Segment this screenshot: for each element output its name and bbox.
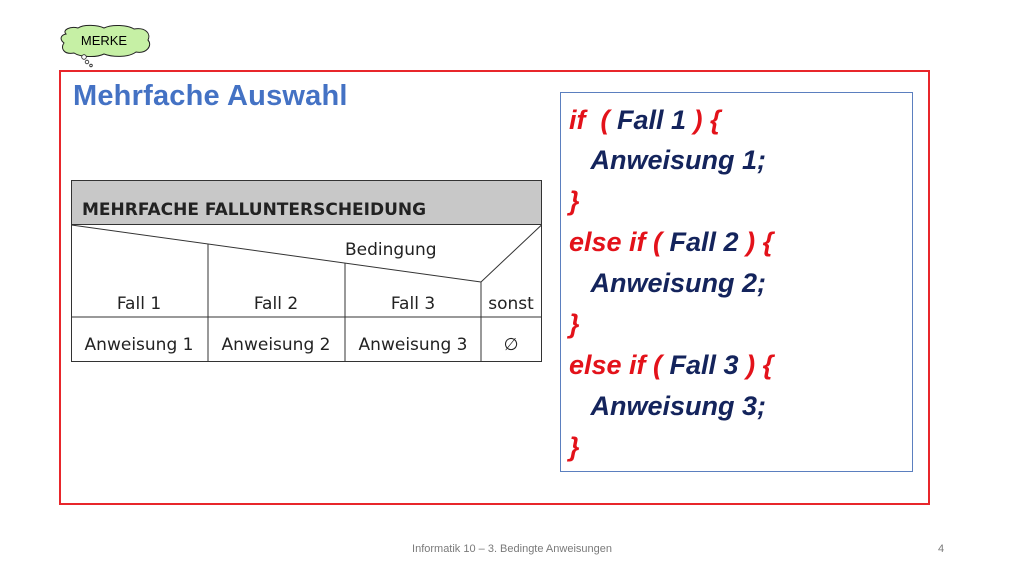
code-line-3: } (569, 185, 580, 217)
code-text: Fall 3 (669, 350, 739, 380)
code-keyword: ) { (738, 350, 774, 380)
code-text: Fall 1 (617, 105, 687, 135)
case-label-else: sonst (488, 294, 534, 314)
struktogramm: MEHRFACHE FALLUNTERSCHEIDUNG Bedingung F… (71, 180, 543, 369)
merke-badge: MERKE (58, 24, 152, 68)
thought-cloud-icon (60, 24, 151, 68)
code-keyword: if ( (569, 105, 617, 135)
page-number: 4 (938, 543, 945, 555)
code-text: Anweisung 3; (569, 391, 767, 421)
code-keyword: } (569, 186, 580, 216)
code-line-2: Anweisung 1; (569, 144, 767, 176)
code-line-9: } (569, 431, 580, 463)
code-line-5: Anweisung 2; (569, 267, 767, 299)
struktogramm-body (71, 224, 542, 362)
struktogramm-header: MEHRFACHE FALLUNTERSCHEIDUNG (82, 200, 426, 220)
struktogramm-header-bg (71, 180, 542, 225)
code-keyword: else if ( (569, 350, 670, 380)
code-text: Anweisung 1; (569, 145, 767, 175)
case-label-2: Fall 2 (254, 294, 298, 314)
action-3: Anweisung 3 (359, 335, 468, 355)
footer-text: Informatik 10 – 3. Bedingte Anweisungen (412, 543, 612, 555)
action-else: ∅ (504, 335, 519, 355)
case-label-1: Fall 1 (117, 294, 161, 314)
code-line-1: if ( Fall 1 ) { (569, 104, 721, 136)
merke-frame (59, 70, 930, 505)
code-keyword: } (569, 432, 580, 462)
code-keyword: ) { (738, 227, 774, 257)
action-1: Anweisung 1 (85, 335, 194, 355)
condition-diagonal-right (480, 224, 542, 283)
code-line-8: Anweisung 3; (569, 390, 767, 422)
case-label-3: Fall 3 (391, 294, 435, 314)
slide-title: Mehrfache Auswahl (73, 80, 348, 112)
code-keyword: else if ( (569, 227, 670, 257)
code-line-4: else if ( Fall 2 ) { (569, 226, 773, 258)
code-text: Anweisung 2; (569, 268, 767, 298)
condition-label: Bedingung (345, 240, 437, 260)
action-2: Anweisung 2 (222, 335, 331, 355)
code-box: if ( Fall 1 ) { Anweisung 1; } else if (… (560, 92, 913, 472)
code-line-7: else if ( Fall 3 ) { (569, 349, 773, 381)
code-keyword: } (569, 309, 580, 339)
merke-label: MERKE (80, 33, 128, 48)
code-line-6: } (569, 308, 580, 340)
code-text: Fall 2 (669, 227, 739, 257)
code-keyword: ) { (686, 105, 721, 135)
condition-diagonal-left (71, 224, 482, 283)
